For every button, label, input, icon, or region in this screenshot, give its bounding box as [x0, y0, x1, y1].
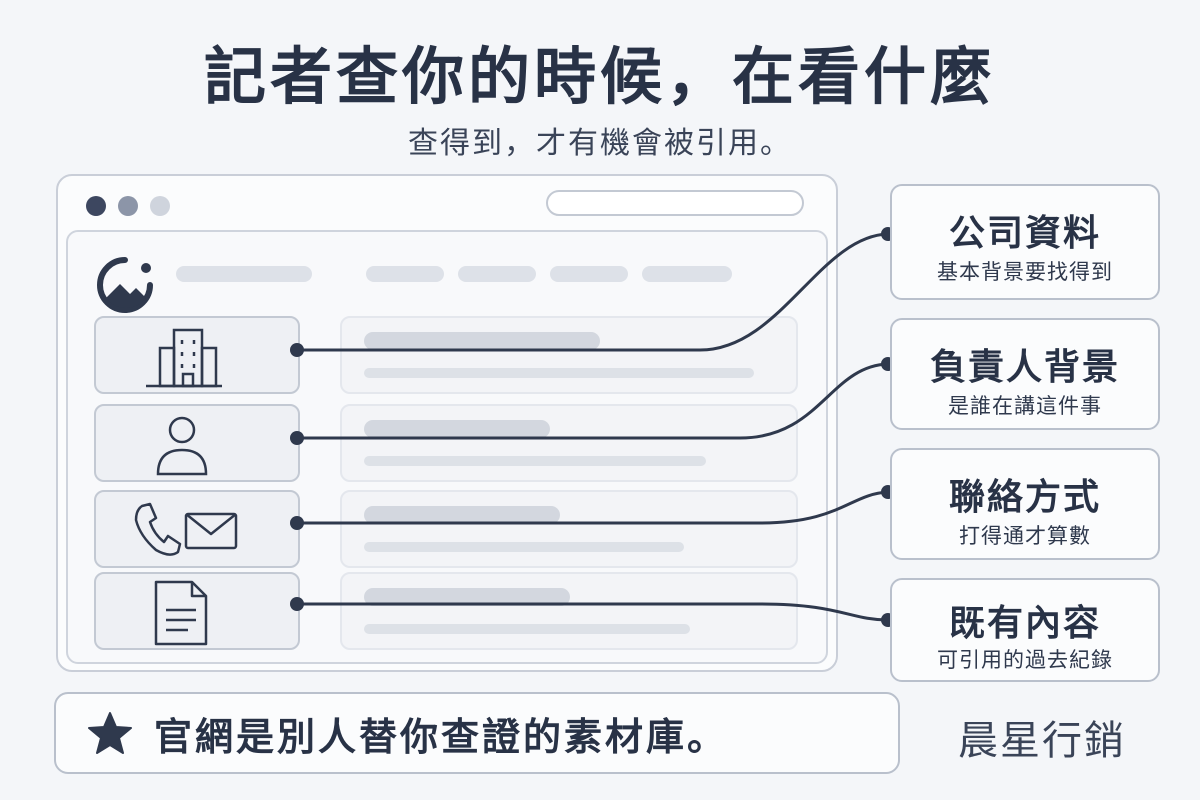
document-icon — [154, 580, 208, 646]
person-icon — [156, 416, 208, 476]
window-dot-minimize — [118, 196, 138, 216]
row-contact-icon-box — [94, 490, 300, 568]
browser-window — [56, 174, 838, 672]
row-company-icon-box — [94, 316, 300, 394]
card-owner-background: 負責人背景 是誰在講這件事 — [890, 318, 1160, 430]
text-placeholder — [364, 542, 684, 552]
card-title: 聯絡方式 — [948, 477, 1101, 518]
address-bar — [546, 190, 804, 216]
card-existing-content: 既有內容 可引用的過去紀錄 — [890, 578, 1160, 682]
row-content-icon-box — [94, 572, 300, 650]
page-title: 記者查你的時候，在看什麼 — [203, 40, 996, 113]
card-subtitle: 基本背景要找得到 — [937, 260, 1113, 284]
text-placeholder — [364, 332, 600, 350]
nav-placeholder — [642, 266, 732, 282]
nav-placeholder — [366, 266, 444, 282]
window-dot-maximize — [150, 196, 170, 216]
text-placeholder — [364, 420, 550, 438]
card-subtitle: 打得通才算數 — [959, 524, 1091, 548]
window-dot-close — [86, 196, 106, 216]
nav-placeholder — [550, 266, 628, 282]
row-company-content — [340, 316, 798, 394]
text-placeholder — [364, 506, 560, 524]
connector-line-content — [297, 602, 889, 622]
row-contact-content — [340, 490, 798, 568]
text-placeholder — [364, 588, 570, 606]
footer-banner: 官網是別人替你查證的素材庫。 — [54, 692, 900, 774]
footer-text: 官網是別人替你查證的素材庫。 — [154, 715, 729, 759]
browser-viewport — [66, 230, 828, 664]
card-title: 既有內容 — [948, 603, 1101, 644]
page-subtitle: 查得到，才有機會被引用。 — [408, 126, 792, 161]
card-title: 公司資料 — [948, 213, 1101, 254]
brand-signature: 晨星行銷 — [958, 718, 1126, 764]
card-title: 負責人背景 — [929, 347, 1120, 388]
phone-mail-icon — [134, 502, 238, 556]
text-placeholder — [364, 624, 690, 634]
text-placeholder — [364, 456, 706, 466]
row-person-content — [340, 404, 798, 482]
connector-dot — [290, 343, 304, 357]
card-subtitle: 可引用的過去紀錄 — [937, 648, 1113, 672]
building-icon — [146, 328, 222, 388]
card-company-info: 公司資料 基本背景要找得到 — [890, 184, 1160, 300]
connector-dot — [290, 597, 304, 611]
text-placeholder — [364, 368, 754, 378]
nav-placeholder — [458, 266, 536, 282]
card-contact-method: 聯絡方式 打得通才算數 — [890, 448, 1160, 560]
connector-dot — [290, 431, 304, 445]
connector-line-person — [297, 362, 889, 440]
nav-placeholder — [176, 266, 312, 282]
row-person-icon-box — [94, 404, 300, 482]
connector-line-company — [297, 232, 889, 352]
site-logo-icon — [97, 257, 153, 313]
connector-line-contact — [297, 490, 889, 525]
row-content-content — [340, 572, 798, 650]
card-subtitle: 是誰在講這件事 — [948, 394, 1102, 418]
connector-dot — [290, 516, 304, 530]
star-icon — [88, 712, 132, 754]
